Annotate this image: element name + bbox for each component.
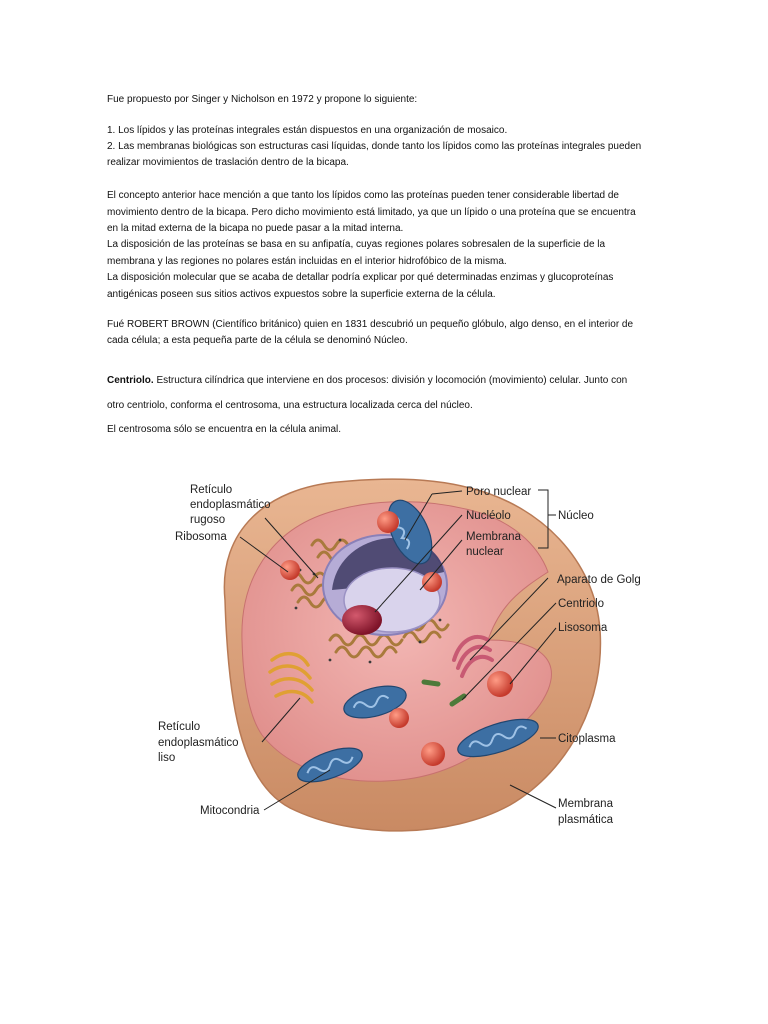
leader-lines <box>239 489 557 811</box>
label-rel-2: endoplasmático <box>158 737 239 749</box>
label-rel-1: Retículo <box>158 721 200 733</box>
label-poro-nuclear: Poro nuclear <box>466 486 531 498</box>
paragraph-1-line-1: El concepto anterior hace mención a que … <box>107 190 619 201</box>
intro-text: Fue propuesto por Singer y Nicholson en … <box>107 94 418 105</box>
centriole <box>421 679 467 707</box>
label-membrana-nuclear-1: Membrana <box>466 531 522 543</box>
label-nucleo: Núcleo <box>558 510 594 522</box>
centriolo-term: Centriolo. <box>107 375 154 386</box>
paragraph-1-line-6: La disposición molecular que se acaba de… <box>107 272 614 283</box>
label-rer-3: rugoso <box>190 514 225 526</box>
paragraph-1-line-7: antigénicas poseen sus sitios activos ex… <box>107 289 496 300</box>
label-mitocondria: Mitocondria <box>200 805 260 817</box>
label-ribosoma: Ribosoma <box>175 531 227 543</box>
label-rel-3: liso <box>158 752 175 764</box>
list-item-2-line-2: realizar movimientos de traslación dentr… <box>107 157 349 168</box>
paragraph-2-line-1: Fué ROBERT BROWN (Científico británico) … <box>107 319 634 330</box>
lysosomes <box>280 511 513 766</box>
label-rer-2: endoplasmático <box>190 499 271 511</box>
centriolo-line-2: otro centriolo, conforma el centrosoma, … <box>107 400 473 411</box>
centriolo-line-1: Centriolo. Estructura cilíndrica que int… <box>107 374 627 388</box>
label-citoplasma: Citoplasma <box>558 733 616 745</box>
label-membrana-plasmatica-2: plasmática <box>558 814 614 826</box>
label-nucleolo: Nucléolo <box>466 510 511 522</box>
label-membrana-nuclear-2: nuclear <box>466 546 504 558</box>
paragraph-1-line-2: movimiento dentro de la bicapa. Pero dic… <box>107 207 636 218</box>
label-golgi: Aparato de Golgi <box>557 574 640 586</box>
list-item-1: 1. Los lípidos y las proteínas integrale… <box>107 125 508 136</box>
label-centriolo: Centriolo <box>558 598 604 610</box>
label-rer-1: Retículo <box>190 484 232 496</box>
golgi-apparatus <box>452 634 494 678</box>
paragraph-2-line-2: cada célula; a esta pequeña parte de la … <box>107 335 408 346</box>
label-lisosoma: Lisosoma <box>558 622 608 634</box>
paragraph-1-line-3: en la mitad externa de la bicapa no pued… <box>107 223 404 234</box>
list-item-2-line-1: 2. Las membranas biológicas son estructu… <box>107 141 642 152</box>
smooth-er <box>268 652 314 704</box>
animal-cell-diagram: Retículo endoplasmático rugoso Ribosoma … <box>158 478 640 832</box>
paragraph-1-line-4: La disposición de las proteínas se basa … <box>107 239 606 250</box>
paragraph-1-line-5: membrana y las regiones no polares están… <box>107 256 507 267</box>
centriolo-line-1-text: Estructura cilíndrica que interviene en … <box>153 375 628 386</box>
centriolo-line-3: El centrosoma sólo se encuentra en la cé… <box>107 424 342 435</box>
label-membrana-plasmatica-1: Membrana <box>558 798 614 810</box>
nucleolus <box>342 605 382 635</box>
